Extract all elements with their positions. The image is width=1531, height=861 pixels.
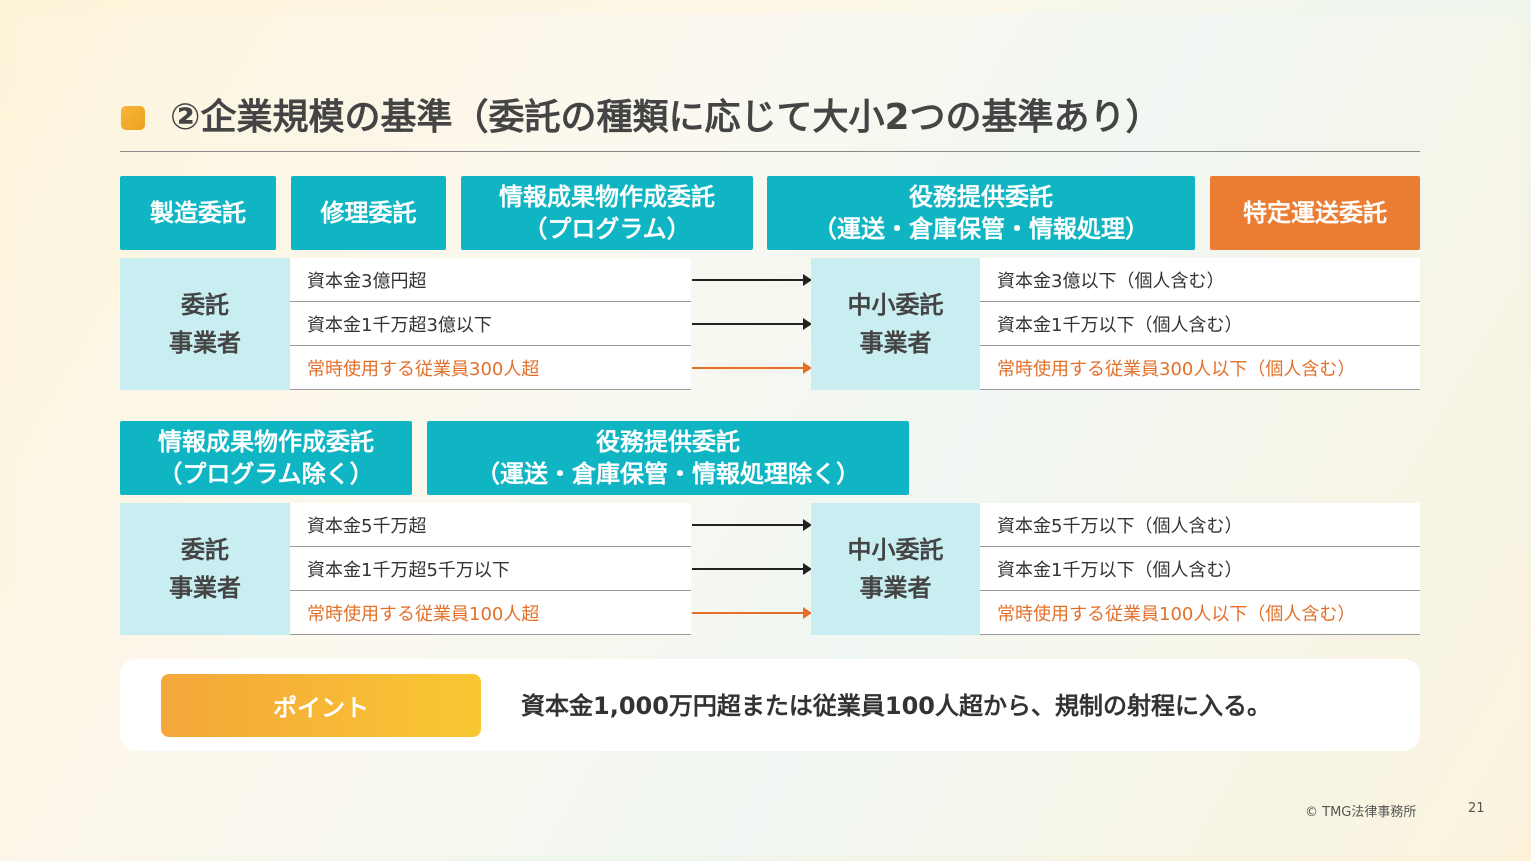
table-row: 資本金5千万超 [290,503,691,547]
category-label: 役務提供委託 [596,428,740,456]
consignor-label: 委託 事業者 [120,258,290,390]
table-row: 資本金1千万以下（個人含む） [980,302,1420,346]
table-row: 資本金5千万以下（個人含む） [980,503,1420,547]
arrow-right-icon [692,274,812,286]
label-line: 委託 [181,291,229,319]
label-line: 事業者 [859,329,932,357]
point-badge: ポイント [161,674,481,737]
table-row: 資本金1千万超5千万以下 [290,547,691,591]
category-sublabel: （プログラム） [523,215,691,243]
label-line: 事業者 [859,574,932,602]
label-line: 中小委託 [847,291,944,319]
category-label: 情報成果物作成委託 [158,428,374,456]
table-row-highlight: 常時使用する従業員300人超 [290,346,691,390]
table-row: 資本金3億以下（個人含む） [980,258,1420,302]
sme-consignee-label: 中小委託 事業者 [811,258,980,390]
category-sublabel: （プログラム除く） [158,460,374,488]
label-line: 中小委託 [847,536,944,564]
arrow-right-icon [692,362,812,374]
page-number: 21 [1468,801,1485,816]
category-sublabel: （運送・倉庫保管・情報処理除く） [476,460,860,488]
label-line: 事業者 [169,574,241,602]
label-line: 事業者 [169,329,241,357]
category-manufacturing: 製造委託 [120,176,276,250]
category-label: 役務提供委託 [909,183,1053,211]
table-row-highlight: 常時使用する従業員100人以下（個人含む） [980,591,1420,635]
category-service-excl: 役務提供委託 （運送・倉庫保管・情報処理除く） [427,421,909,495]
category-repair: 修理委託 [291,176,446,250]
label-line: 委託 [181,536,229,564]
footer-copyright: © TMG法律事務所 [1305,805,1417,820]
category-service: 役務提供委託 （運送・倉庫保管・情報処理） [767,176,1195,250]
arrow-right-icon [692,519,812,531]
category-info-product-excl: 情報成果物作成委託 （プログラム除く） [120,421,412,495]
consignor-label: 委託 事業者 [120,503,290,635]
table-row: 資本金3億円超 [290,258,691,302]
category-label: 修理委託 [320,199,417,227]
title-divider [120,151,1420,152]
category-label: 情報成果物作成委託 [499,183,715,211]
arrow-right-icon [692,607,812,619]
table-row: 資本金1千万以下（個人含む） [980,547,1420,591]
category-label: 特定運送委託 [1243,199,1387,227]
table-row-highlight: 常時使用する従業員300人以下（個人含む） [980,346,1420,390]
arrow-right-icon [692,563,812,575]
title-bullet [121,106,145,130]
category-sublabel: （運送・倉庫保管・情報処理） [813,215,1149,243]
arrow-right-icon [692,318,812,330]
sme-consignee-label: 中小委託 事業者 [811,503,980,635]
point-text: 資本金1,000万円超または従業員100人超から、規制の射程に入る。 [521,692,1272,720]
table-row: 資本金1千万超3億以下 [290,302,691,346]
category-specific-transport: 特定運送委託 [1210,176,1420,250]
page-title: ②企業規模の基準（委託の種類に応じて大小2つの基準あり） [170,97,1162,138]
category-label: 製造委託 [150,199,246,227]
category-info-product: 情報成果物作成委託 （プログラム） [461,176,753,250]
table-row-highlight: 常時使用する従業員100人超 [290,591,691,635]
